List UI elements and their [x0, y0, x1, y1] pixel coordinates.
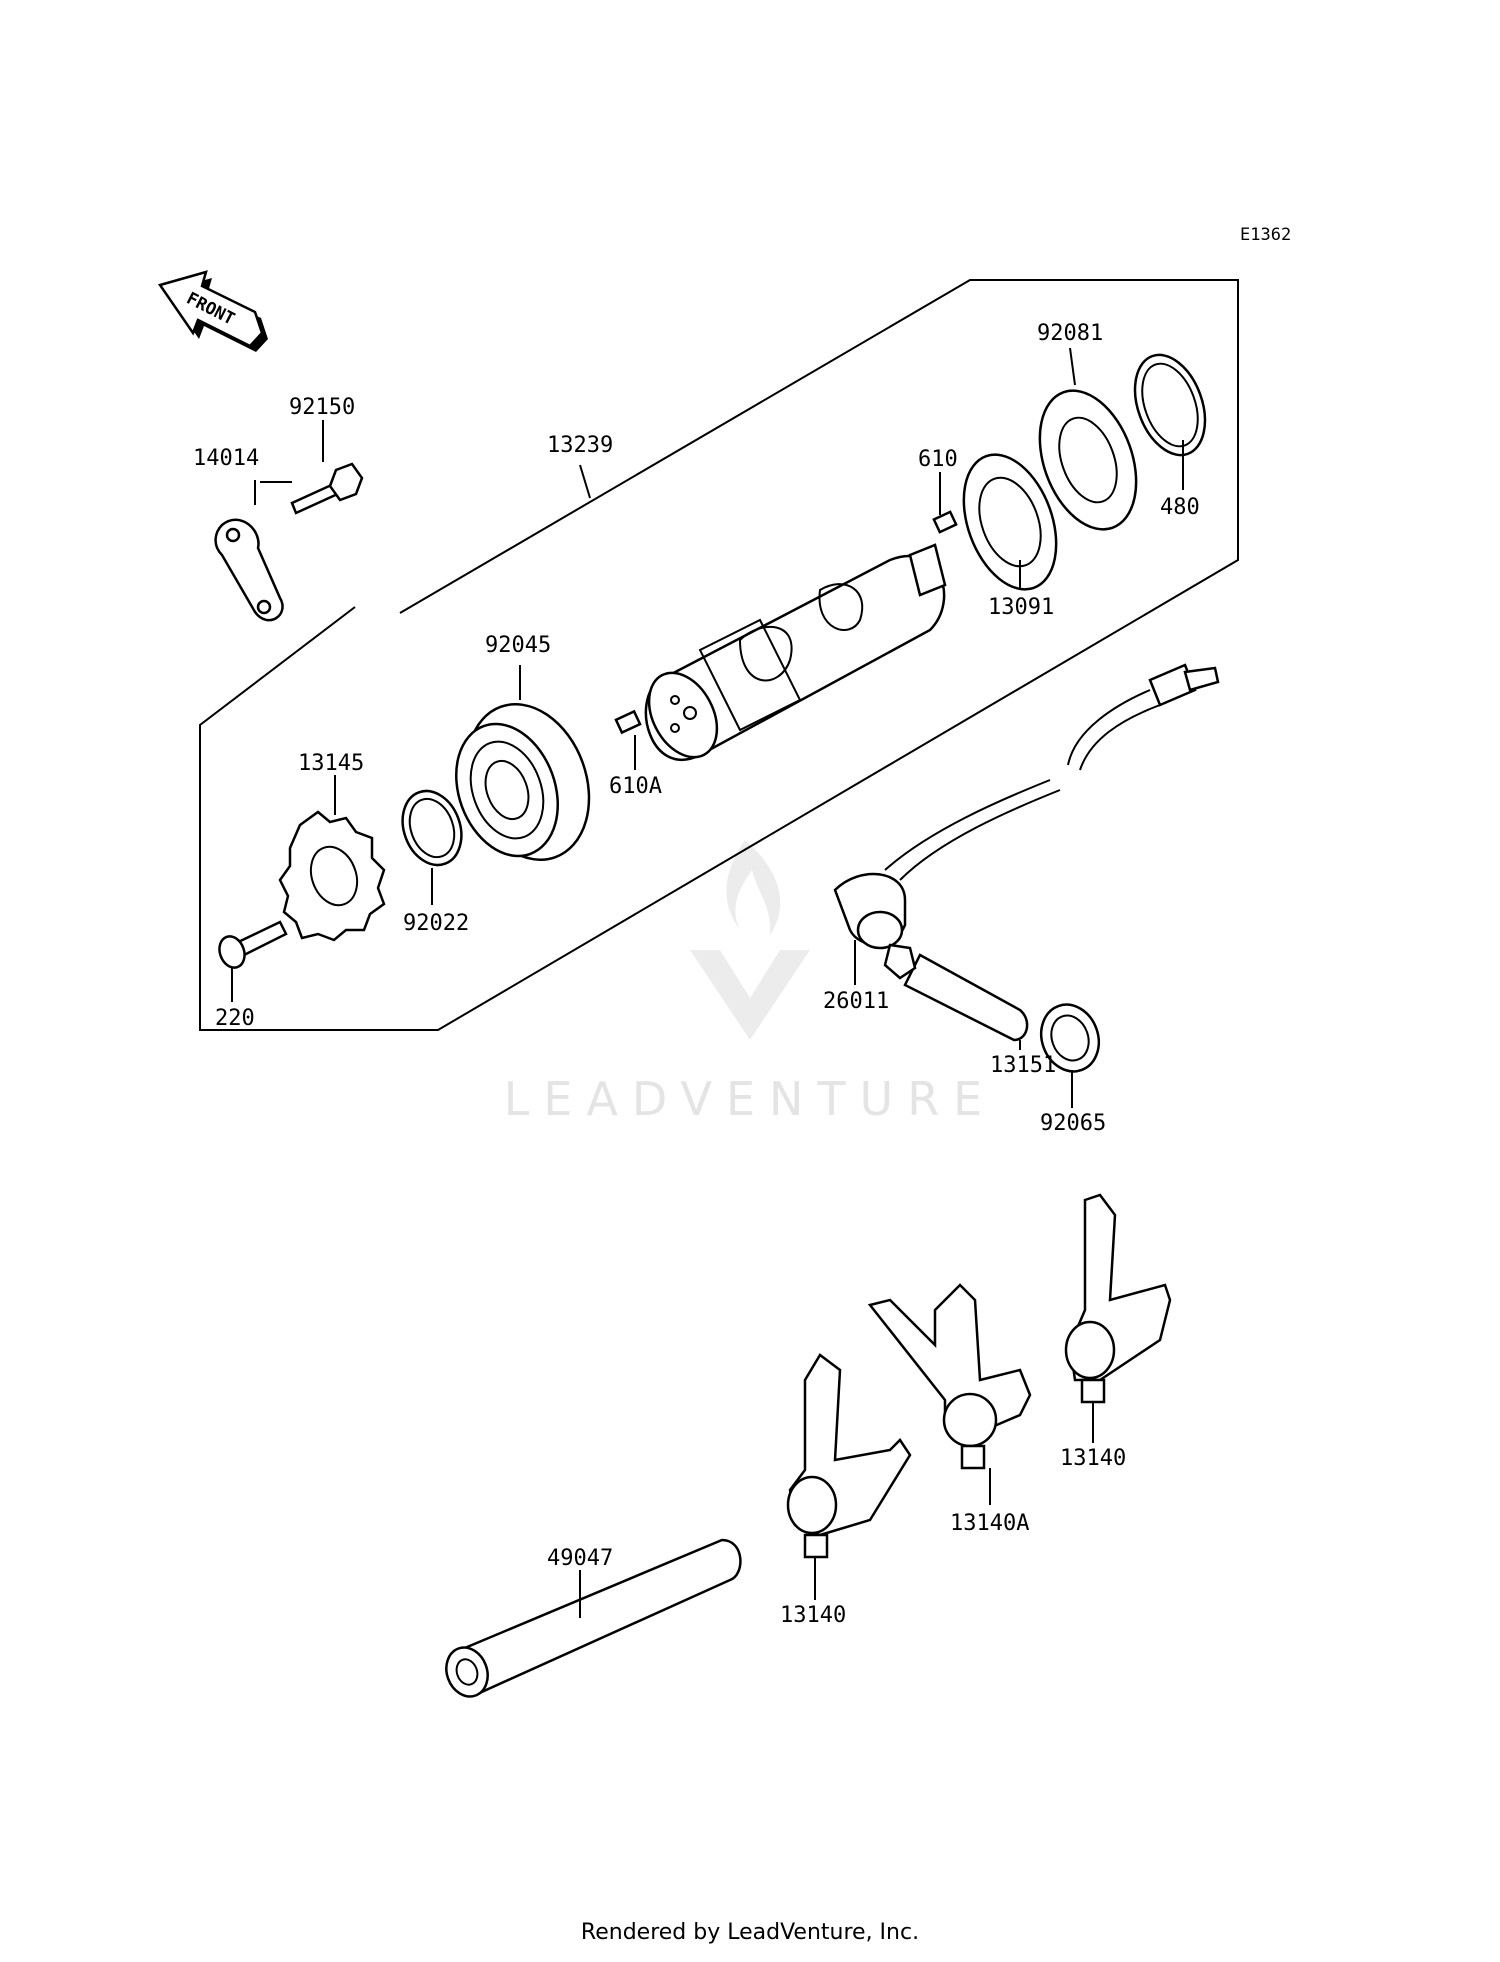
diagram-code: E1362	[1240, 225, 1291, 245]
part-label-13140-right: 13140	[1060, 1446, 1126, 1471]
part-label-92081: 92081	[1037, 321, 1103, 346]
screw-220	[218, 920, 288, 969]
part-label-92065: 92065	[1040, 1111, 1106, 1136]
shaft-49047	[445, 1538, 742, 1698]
bearing-92045	[455, 703, 591, 861]
front-arrow-icon: FRONT	[157, 270, 268, 352]
gear-plate-13091	[962, 453, 1058, 591]
part-label-14014: 14014	[193, 446, 259, 471]
star-plate-13145	[278, 810, 386, 942]
ring-92022	[401, 789, 463, 867]
part-label-13145: 13145	[298, 751, 364, 776]
shift-drum-13239	[644, 543, 947, 762]
watermark-logo-icon	[690, 840, 810, 1040]
part-label-220: 220	[215, 1006, 255, 1031]
footer-credit: Rendered by LeadVenture, Inc.	[580, 1920, 920, 1945]
pin-610A	[614, 709, 642, 735]
part-label-92150: 92150	[289, 395, 355, 420]
plate-92081	[1038, 389, 1138, 531]
pin-610	[932, 510, 958, 534]
shift-fork-13140-left	[786, 1353, 912, 1559]
part-label-13140-left: 13140	[780, 1603, 846, 1628]
watermark: LEADVENTURE	[504, 840, 997, 1126]
part-label-13239: 13239	[547, 433, 613, 458]
part-label-13151: 13151	[990, 1053, 1056, 1078]
part-label-610: 610	[918, 447, 958, 472]
circlip-480	[1133, 353, 1207, 457]
switch-13151	[883, 943, 1029, 1042]
part-label-92022: 92022	[403, 911, 469, 936]
cable-26011	[833, 663, 1220, 950]
washer-92065	[1039, 1003, 1101, 1073]
part-label-480: 480	[1160, 495, 1200, 520]
assembly-outline	[199, 279, 1239, 1031]
part-label-92045: 92045	[485, 633, 551, 658]
shift-fork-13140A	[867, 1283, 1032, 1470]
watermark-text: LEADVENTURE	[504, 1072, 997, 1126]
part-labels: 92150 14014 13239 92081 610 480 13091 92…	[193, 321, 1200, 1628]
part-label-49047: 49047	[547, 1546, 613, 1571]
part-label-26011: 26011	[823, 989, 889, 1014]
part-label-13140A: 13140A	[950, 1511, 1029, 1536]
plate-14014	[214, 518, 284, 622]
bolt-92150	[290, 462, 364, 515]
leader-lines	[231, 347, 1184, 1618]
shift-fork-13140-right	[1064, 1193, 1172, 1404]
part-label-13091: 13091	[988, 595, 1054, 620]
part-label-610A: 610A	[609, 774, 662, 799]
